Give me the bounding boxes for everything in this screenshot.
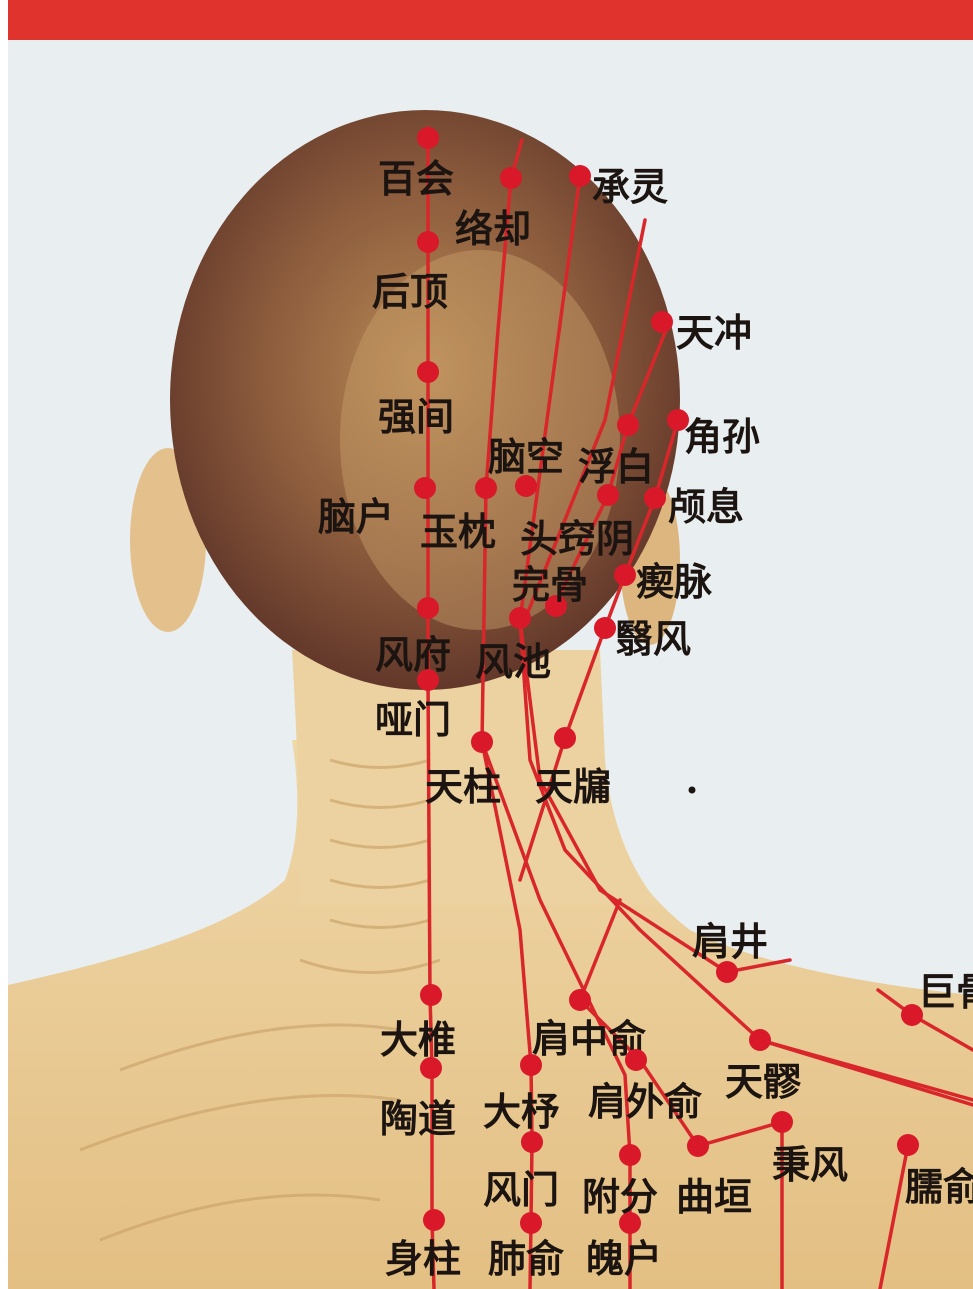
acupoint-label-pohu: 魄户: [586, 1237, 662, 1281]
acupoint-marker-fengmen: [521, 1131, 543, 1153]
acupoint-label-quyuan: 曲垣: [676, 1175, 752, 1219]
acupoint-label-naokong: 脑空: [488, 435, 564, 479]
acupoint-label-baihui: 百会: [378, 157, 454, 201]
stray-dot: [689, 787, 696, 794]
acupoint-label-yamen: 哑门: [375, 698, 451, 742]
acupoint-marker-chengling: [569, 165, 591, 187]
acupoint-marker-bingfeng: [771, 1111, 793, 1133]
acupoint-label-tianliao: 天髎: [725, 1060, 801, 1104]
acupoint-marker-tianyou: [554, 727, 576, 749]
acupoint-label-fengfu: 风府: [375, 633, 451, 677]
acupoint-label-qiangjian: 强间: [378, 395, 454, 439]
acupoint-marker-qiangjian: [417, 361, 439, 383]
acupoint-marker-fengfu: [417, 597, 439, 619]
acupoint-label-dazhui: 大椎: [380, 1018, 456, 1062]
acupoint-marker-tianliao: [749, 1029, 771, 1051]
acupoint-label-luxi: 颅息: [668, 485, 744, 529]
acupoint-marker-houding: [417, 231, 439, 253]
acupoint-marker-fufen: [619, 1144, 641, 1166]
acupoint-label-shenzhu: 身柱: [385, 1237, 461, 1281]
acupoint-marker-feishu: [520, 1212, 542, 1234]
acupoint-label-fengmen: 风门: [483, 1168, 559, 1212]
acupoint-marker-dazhui: [420, 984, 442, 1006]
acupoint-marker-naoshu: [897, 1134, 919, 1156]
acupoint-marker-quyuan: [687, 1135, 709, 1157]
acupoint-marker-tianchong: [651, 311, 673, 333]
acupoint-label-naoshu: 臑俞: [905, 1165, 973, 1209]
acupoint-marker-tianzhu: [471, 731, 493, 753]
acupoint-label-wangu: 完骨: [512, 563, 588, 607]
acupoint-marker-yifeng: [594, 617, 616, 639]
acupoint-label-tianchong: 天冲: [676, 311, 752, 355]
acupoint-label-jiaosun: 角孙: [684, 415, 760, 459]
acupoint-label-fubai: 浮白: [578, 445, 654, 489]
acupoint-label-yuzhen: 玉枕: [420, 510, 496, 554]
acupoint-marker-jianzhongshu: [569, 989, 591, 1011]
left-edge: [0, 0, 8, 1289]
acupoint-label-yifeng: 翳风: [615, 617, 691, 661]
acupoint-marker-naokong: [617, 414, 639, 436]
acupoint-label-tianzhu: 天柱: [425, 765, 501, 809]
acupoint-marker-pohu: [619, 1212, 641, 1234]
acupoint-label-jianjing: 肩井: [692, 920, 768, 964]
acupoint-marker-yuzhen: [475, 477, 497, 499]
acupoint-marker-luxi: [644, 487, 666, 509]
acupoint-label-tianyou: 天牖: [535, 765, 611, 809]
acupoint-label-taodao: 陶道: [380, 1097, 456, 1141]
acupoint-marker-naohu: [414, 477, 436, 499]
acupoint-marker-yamen: [417, 669, 439, 691]
acupoint-label-dazhu: 大杼: [483, 1090, 559, 1134]
acupoint-label-jugu: 巨骨: [918, 970, 973, 1014]
acupoint-marker-taodao: [420, 1057, 442, 1079]
acupoint-label-naohu: 脑户: [318, 495, 394, 539]
acupoint-marker-shenzhu: [423, 1209, 445, 1231]
acupoint-label-chimai: 瘈脉: [636, 560, 713, 604]
acupoint-marker-touqiaoyin: [515, 475, 537, 497]
acupoint-label-chengling: 承灵: [592, 165, 668, 209]
acupoint-marker-fengchi: [509, 607, 531, 629]
acupoint-marker-jianwaishu: [625, 1049, 647, 1071]
acupoint-label-feishu: 肺俞: [488, 1237, 565, 1281]
acupoint-label-fengchi: 风池: [475, 640, 551, 684]
acupoint-label-houding: 后顶: [372, 270, 448, 314]
acupoint-label-jianwaishu: 肩外俞: [588, 1080, 703, 1124]
acupoint-marker-chimai: [614, 564, 636, 586]
acupoint-marker-baihui: [417, 127, 439, 149]
acupoint-marker-jianjing: [716, 961, 738, 983]
acupoint-label-bingfeng: 秉风: [772, 1143, 848, 1187]
acupoint-label-luoque: 络却: [455, 207, 531, 251]
acupoint-label-fufen: 附分: [582, 1175, 658, 1219]
top-band: [0, 0, 973, 40]
acupoint-marker-dazhu: [520, 1054, 542, 1076]
acupoint-marker-luoque: [500, 167, 522, 189]
acupoint-label-touqiaoyin: 头窍阴: [520, 517, 634, 561]
